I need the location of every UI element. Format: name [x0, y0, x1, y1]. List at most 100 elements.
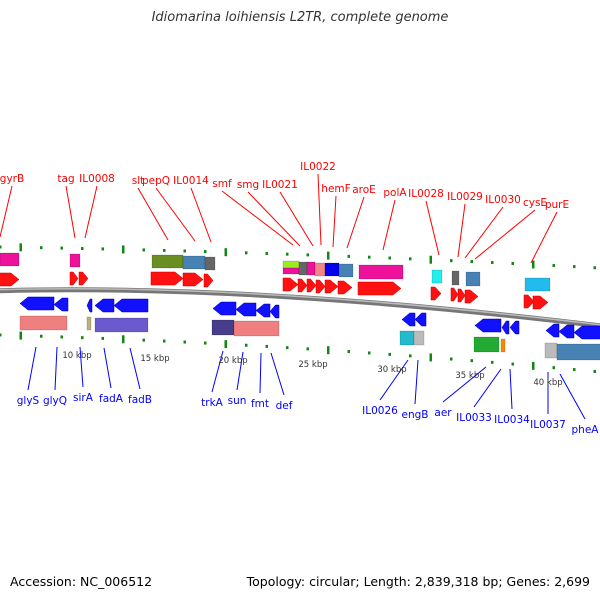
minor-tick	[0, 333, 2, 337]
gene-label-IL0033: IL0033	[456, 412, 492, 424]
gene-label-IL0028: IL0028	[408, 188, 444, 200]
gene-feature-box	[282, 267, 300, 275]
reverse-gene-arrow	[53, 297, 69, 312]
backbone	[0, 287, 600, 329]
gene-label-polA: polA	[383, 187, 407, 199]
gene-feature-box	[500, 338, 506, 353]
minor-tick	[409, 257, 412, 261]
label-leader-line	[236, 351, 244, 391]
gene-label-gyrB: gyrB	[0, 173, 24, 185]
label-leader-line	[65, 185, 76, 239]
gene-label-tag: tag	[57, 173, 74, 185]
minor-tick	[0, 245, 2, 249]
gene-feature-box	[298, 261, 308, 276]
minor-tick	[60, 246, 63, 250]
gene-label-glyS: glyS	[17, 395, 40, 407]
forward-gene-arrow	[306, 278, 317, 293]
minor-tick	[163, 339, 166, 343]
gene-feature-box	[358, 264, 404, 280]
ruler-label: 40 kbp	[533, 378, 562, 388]
gene-label-aroE: aroE	[352, 184, 376, 196]
label-leader-line	[474, 209, 536, 260]
reverse-gene-arrow	[269, 304, 280, 319]
label-leader-line	[79, 346, 84, 388]
minor-tick	[491, 261, 494, 265]
label-leader-line	[0, 185, 13, 238]
minor-tick	[265, 344, 268, 348]
gene-label-smg: smg	[237, 179, 259, 191]
minor-tick	[388, 352, 391, 356]
gene-feature-box	[399, 330, 415, 346]
forward-gene-arrow	[464, 289, 479, 304]
minor-tick	[470, 359, 473, 363]
label-leader-line	[103, 347, 112, 389]
map-title: Idiomarina loihiensis L2TR, complete gen…	[151, 10, 449, 25]
gene-feature-box	[69, 253, 81, 268]
gene-label-IL0014: IL0014	[173, 175, 209, 187]
major-tick	[327, 251, 330, 260]
forward-gene-arrow	[150, 271, 184, 286]
reverse-gene-arrow	[414, 312, 427, 327]
minor-tick	[388, 256, 391, 260]
minor-tick	[286, 252, 289, 256]
gene-feature-box	[306, 261, 316, 276]
minor-tick	[573, 368, 576, 372]
ruler-label: 35 kbp	[455, 371, 484, 381]
label-leader-line	[270, 352, 285, 396]
minor-tick	[306, 347, 309, 351]
reverse-gene-arrow	[235, 302, 257, 317]
minor-tick	[491, 360, 494, 364]
minor-tick	[101, 336, 104, 340]
genome-summary: Topology: circular; Length: 2,839,318 bp…	[246, 574, 590, 589]
minor-tick	[409, 354, 412, 358]
forward-gene-arrow	[324, 279, 339, 294]
ruler-label: 25 kbp	[298, 360, 327, 370]
gene-label-IL0021: IL0021	[262, 179, 298, 191]
reverse-gene-arrow	[401, 312, 416, 327]
reverse-gene-arrow	[545, 323, 560, 338]
minor-tick	[183, 340, 186, 344]
forward-gene-arrow	[282, 277, 299, 292]
gene-feature-box	[211, 319, 235, 336]
major-tick	[532, 260, 535, 269]
minor-tick	[368, 351, 371, 355]
major-tick	[122, 245, 125, 254]
gene-feature-box	[556, 343, 600, 361]
gene-label-IL0037: IL0037	[530, 419, 566, 431]
gene-feature-box	[465, 271, 481, 287]
gene-feature-box	[544, 342, 558, 359]
label-leader-line	[346, 196, 365, 249]
accession-label: Accession: NC_006512	[10, 574, 153, 589]
gene-feature-box	[0, 252, 20, 267]
major-tick	[532, 361, 535, 370]
minor-tick	[163, 248, 166, 252]
gene-label-fadA: fadA	[99, 393, 124, 405]
label-leader-line	[457, 203, 466, 258]
reverse-gene-arrow	[573, 325, 600, 340]
forward-gene-arrow	[450, 287, 459, 302]
forward-gene-arrow	[337, 280, 353, 295]
backbone-highlight	[0, 288, 600, 326]
gene-label-sirA: sirA	[73, 392, 94, 404]
minor-tick	[245, 251, 248, 255]
gene-label-IL0022: IL0022	[300, 161, 336, 173]
minor-tick	[245, 343, 248, 347]
reverse-gene-arrow	[558, 324, 575, 339]
minor-tick	[470, 260, 473, 264]
gene-feature-box	[314, 262, 326, 277]
label-leader-line	[332, 195, 337, 248]
label-leader-line	[317, 173, 322, 246]
minor-tick	[593, 369, 596, 373]
minor-tick	[81, 247, 84, 251]
reverse-gene-arrow	[19, 296, 55, 311]
gene-feature-box	[524, 277, 551, 292]
label-leader-line	[442, 366, 487, 403]
gene-label-hemF: hemF	[321, 183, 350, 195]
minor-tick	[552, 366, 555, 370]
gene-feature-box	[338, 263, 354, 278]
label-leader-line	[129, 347, 141, 390]
gene-label-fadB: fadB	[128, 394, 152, 406]
minor-tick	[204, 341, 207, 345]
minor-tick	[142, 338, 145, 342]
gene-feature-box	[182, 255, 206, 270]
